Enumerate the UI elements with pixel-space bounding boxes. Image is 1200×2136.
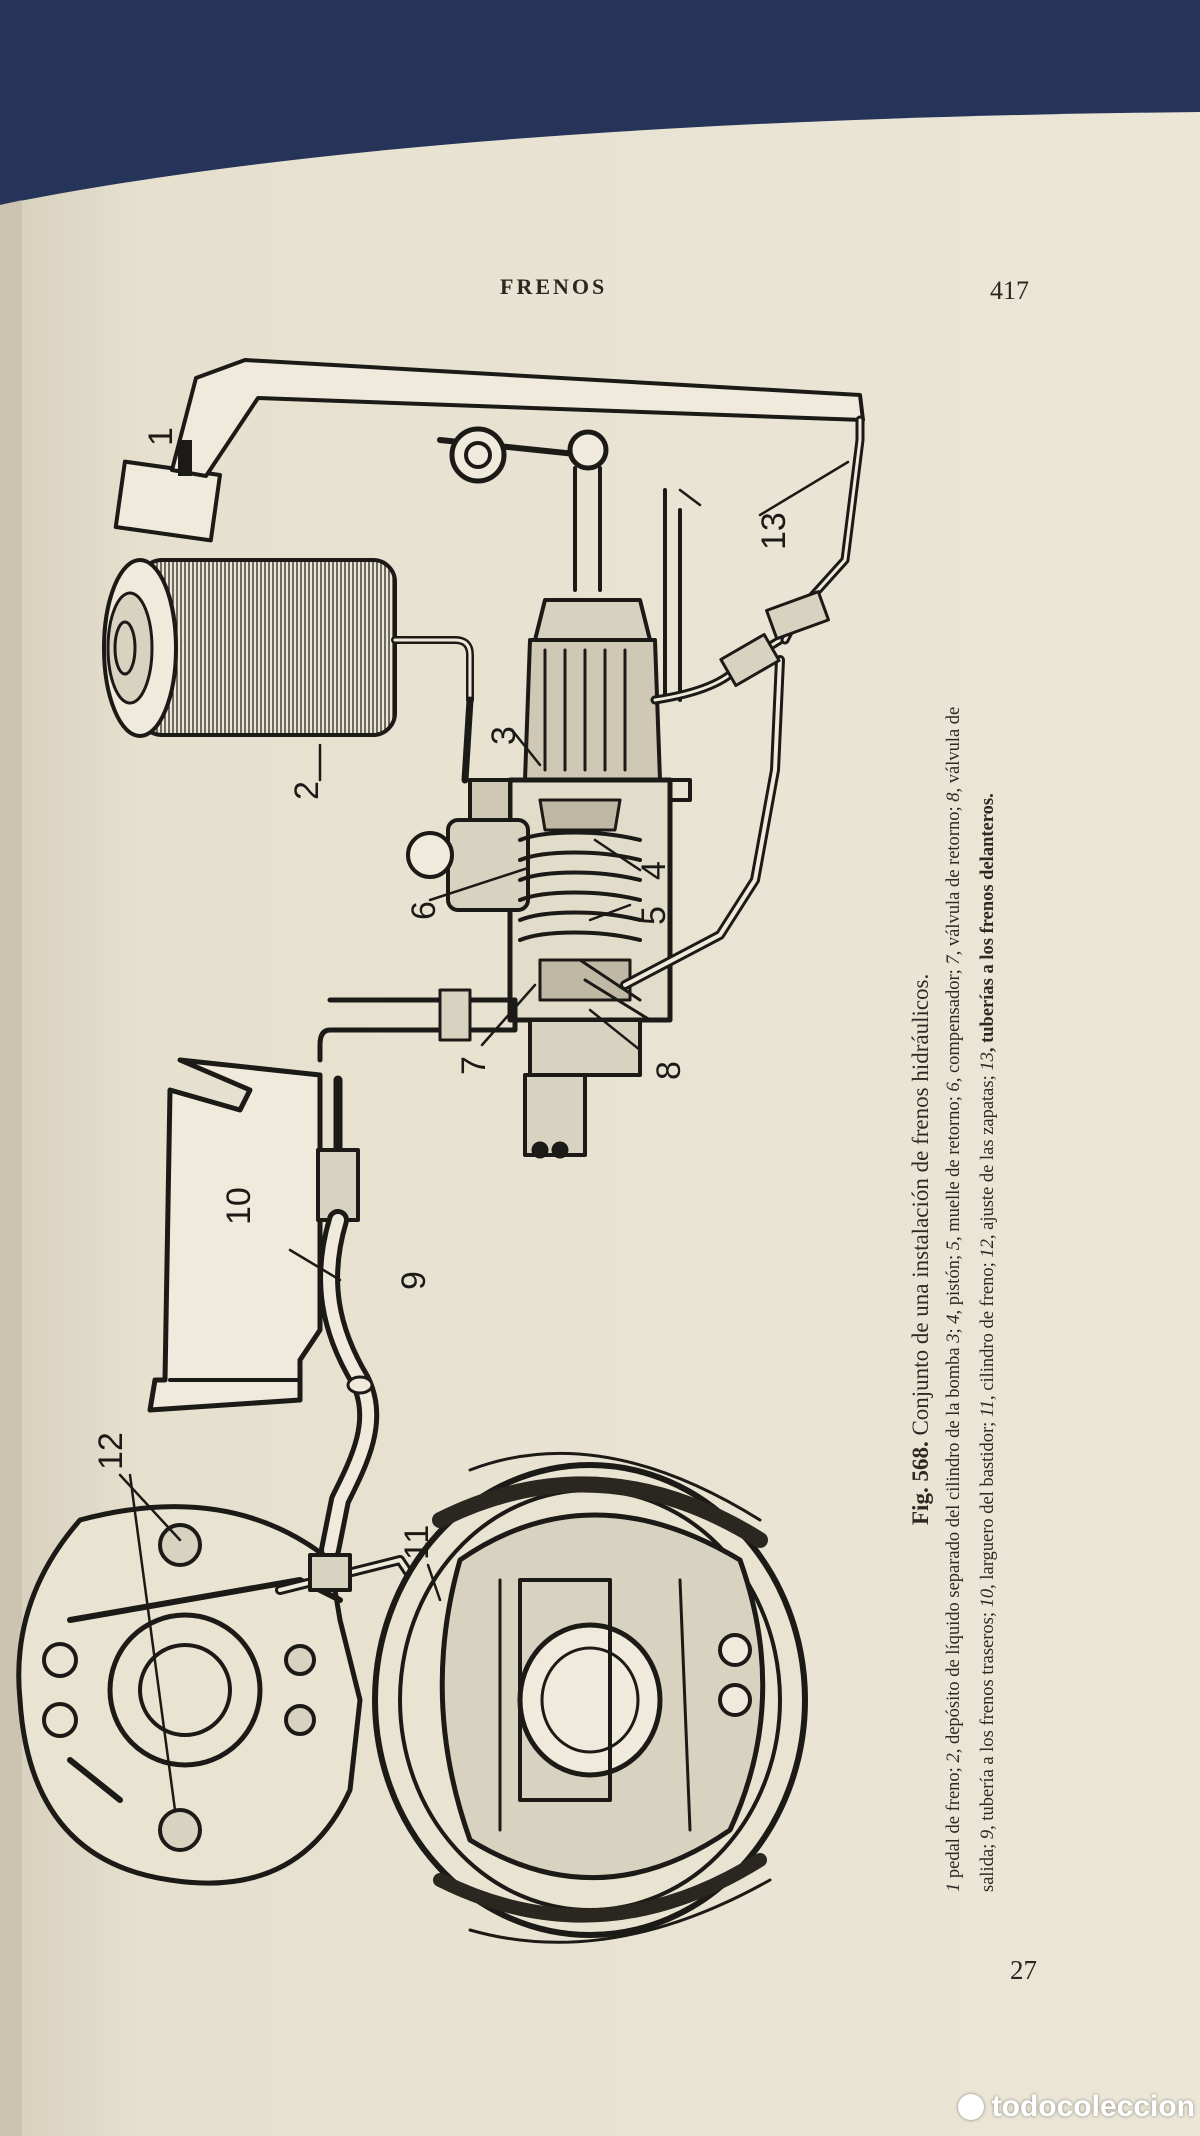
watermark-logo: todocoleccion (895, 2090, 1195, 2124)
caption-run: , pistón; (944, 1250, 964, 1315)
label-6: 6 (405, 901, 443, 920)
label-10: 10 (220, 1187, 258, 1225)
brake-backing-plate (16, 1504, 363, 1886)
watermark-text: todocoleccion (991, 2090, 1195, 2123)
label-5: 5 (635, 906, 673, 925)
caption-run: 5 (944, 1241, 964, 1251)
caption-run: ; (944, 1323, 964, 1334)
caption-run: 11 (978, 1399, 998, 1418)
label-3: 3 (485, 726, 523, 745)
caption-run: 1 (944, 1882, 964, 1892)
caption-run: , válvula de retorno; (944, 801, 964, 956)
leader-lines (118, 460, 850, 1812)
brake-pedal (113, 358, 865, 592)
caption-run: 6 (944, 1082, 964, 1092)
brake-diagram (16, 358, 865, 1944)
fluid-reservoir (102, 558, 474, 784)
label-8: 8 (650, 1061, 688, 1080)
caption-run: 10 (978, 1588, 998, 1608)
caption-run: 2 (944, 1753, 964, 1763)
label-12: 12 (92, 1432, 130, 1470)
caption-run: , depósito de líquido separado del cilin… (944, 1342, 964, 1754)
label-2: 2 (288, 781, 326, 800)
caption-run: , larguero del bastidor; (978, 1417, 998, 1589)
figure-title-text: Conjunto de una instalación de frenos hi… (908, 973, 933, 1436)
master-cylinder (317, 598, 692, 1159)
figure-labels: 1 2 3 4 5 6 7 8 9 10 11 12 13 (92, 427, 793, 1560)
caption-run: pedal de freno; (944, 1762, 964, 1883)
watermark-icon (957, 2094, 984, 2120)
label-9: 9 (395, 1271, 433, 1290)
caption-run: , tubería a los frenos traseros; (978, 1607, 998, 1830)
caption-line-1: 1 pedal de freno; 2, depósito de líquido… (944, 707, 965, 1892)
folio-number: 27 (1010, 1955, 1037, 1985)
caption-run: 13 (978, 1052, 998, 1071)
page-edge-shadow (0, 200, 22, 2136)
page-number: 417 (990, 276, 1029, 305)
rear-brake-hose (316, 1075, 380, 1561)
caption-run: , ajuste de las zapatas; (978, 1070, 998, 1240)
caption-run: , válvula de (944, 706, 964, 793)
label-11: 11 (398, 1525, 436, 1560)
front-brake-lines (578, 415, 865, 1022)
label-4: 4 (635, 861, 673, 880)
caption-run: 3 (944, 1333, 964, 1343)
caption-run: 8 (944, 792, 964, 802)
frame-rail (147, 1057, 323, 1413)
caption-run: , muelle de retorno; (944, 1091, 964, 1242)
caption-run: salida; (978, 1839, 998, 1892)
caption-run: , tuberías a los frenos delanteros. (978, 793, 998, 1053)
figure-number: Fig. 568. (908, 1441, 933, 1525)
caption-run: , compensador; (944, 964, 964, 1083)
label-7: 7 (455, 1056, 493, 1075)
label-1: 1 (142, 427, 180, 446)
brake-drum-assembly (372, 1451, 808, 1944)
label-13: 13 (755, 512, 793, 550)
figure-title: Fig. 568. Conjunto de una instalación de… (908, 974, 934, 1525)
caption-run: 9 (978, 1829, 998, 1840)
caption-run: 7 (944, 955, 964, 965)
caption-run: 12 (978, 1239, 998, 1258)
caption-run: , cilindro de freno; (978, 1257, 998, 1400)
caption-line-2: salida; 9, tubería a los frenos traseros… (978, 793, 999, 1892)
caption-run: 4 (944, 1314, 964, 1324)
running-head: FRENOS (500, 274, 608, 299)
